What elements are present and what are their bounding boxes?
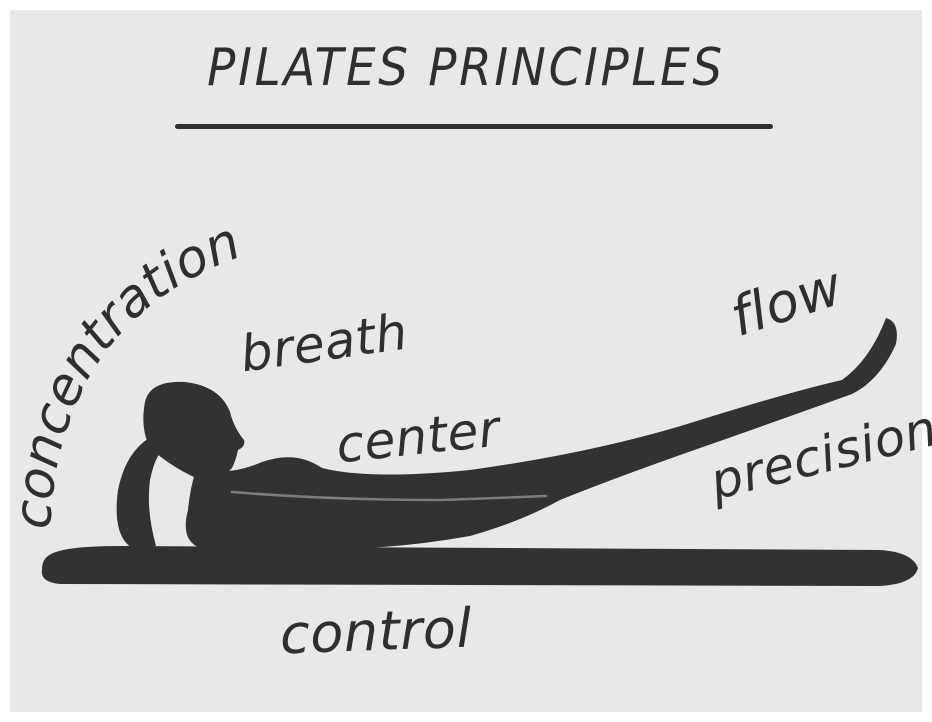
body-highlight-line — [230, 490, 548, 502]
head-silhouette — [143, 381, 245, 482]
body-silhouette — [185, 318, 897, 549]
page-title: PILATES PRINCIPLES — [207, 38, 725, 98]
word-control: control — [278, 596, 473, 667]
exercise-mat — [41, 546, 919, 586]
title-underline — [175, 124, 773, 129]
ponytail — [116, 430, 172, 548]
